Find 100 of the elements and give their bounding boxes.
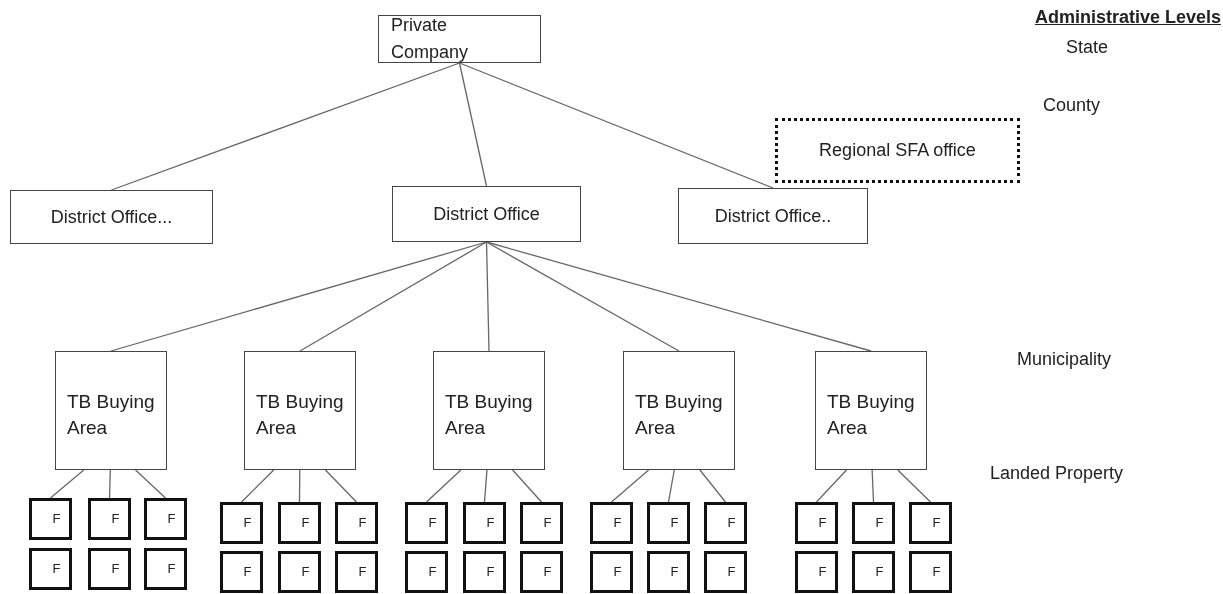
connector-line (897, 469, 932, 503)
node-text: F (727, 563, 736, 582)
node-text: F (428, 563, 437, 582)
node-text: F (167, 560, 176, 579)
node-text: F (818, 563, 827, 582)
farm-box (909, 502, 952, 544)
connector-line (134, 469, 167, 499)
node-text: F (613, 514, 622, 533)
node-text: F (52, 560, 61, 579)
farm-box (463, 502, 506, 544)
farm-box (278, 502, 321, 544)
node-text: F (111, 560, 120, 579)
connector-line (699, 469, 727, 503)
node-text: TB Buying Area (635, 389, 724, 440)
connector-line (108, 469, 111, 499)
farm-box (29, 548, 72, 590)
level-label: State (1066, 36, 1109, 59)
connector-line (110, 62, 461, 191)
buying-area-box (623, 351, 735, 470)
org-box (678, 188, 868, 244)
connector-line (485, 241, 872, 352)
node-text: F (875, 514, 884, 533)
node-text: District Office (433, 202, 540, 226)
connector-line (324, 469, 358, 503)
farm-box (520, 502, 563, 544)
farm-box (795, 502, 838, 544)
farm-box (88, 498, 131, 540)
farm-box (335, 551, 378, 593)
farm-box (278, 551, 321, 593)
connector-line (458, 62, 488, 187)
farm-box (704, 551, 747, 593)
farm-box (144, 548, 187, 590)
buying-area-box (433, 351, 545, 470)
level-label: Municipality (1017, 348, 1112, 371)
farm-box (795, 551, 838, 593)
legend-heading: Administrative Levels (1034, 6, 1221, 29)
farm-box (220, 502, 263, 544)
connector-line (815, 469, 848, 503)
buying-area-box (815, 351, 927, 470)
node-text: F (670, 514, 679, 533)
farm-box (220, 551, 263, 593)
connector-line (483, 469, 488, 503)
connector-line (512, 469, 543, 503)
buying-area-box (244, 351, 356, 470)
node-text: F (52, 510, 61, 529)
node-text: F (428, 514, 437, 533)
connector-line (458, 62, 774, 189)
farm-box (405, 502, 448, 544)
farm-box (852, 502, 895, 544)
node-text: F (301, 563, 310, 582)
buying-area-box (55, 351, 167, 470)
node-text: F (486, 514, 495, 533)
node-text: Private Company (391, 14, 470, 64)
node-text: F (932, 563, 941, 582)
node-text: F (243, 514, 252, 533)
farm-box (852, 551, 895, 593)
connector-line (298, 469, 301, 503)
node-text: F (167, 510, 176, 529)
node-text: F (670, 563, 679, 582)
farm-box (405, 551, 448, 593)
level-label: Landed Property (990, 462, 1124, 485)
connector-line (299, 241, 488, 352)
farm-box (704, 502, 747, 544)
node-text: F (486, 563, 495, 582)
node-text: TB Buying Area (67, 389, 156, 440)
farm-box (590, 502, 633, 544)
connector-line (667, 469, 675, 503)
farm-box (29, 498, 72, 540)
node-text: TB Buying Area (256, 389, 345, 440)
farm-box (88, 548, 131, 590)
farm-box (647, 502, 690, 544)
farm-box (335, 502, 378, 544)
node-text: F (932, 514, 941, 533)
farm-box (463, 551, 506, 593)
connector-line (485, 241, 490, 352)
node-text: F (543, 563, 552, 582)
farm-box (909, 551, 952, 593)
node-text: F (727, 514, 736, 533)
node-text: F (243, 563, 252, 582)
node-text: District Office.. (714, 204, 832, 228)
connector-line (425, 469, 462, 503)
node-text: F (358, 514, 367, 533)
node-text: F (111, 510, 120, 529)
farm-box (520, 551, 563, 593)
node-text: F (301, 514, 310, 533)
node-text: District Office... (50, 205, 173, 229)
farm-box (144, 498, 187, 540)
org-box (378, 15, 541, 63)
node-text: F (358, 563, 367, 582)
node-text: F (818, 514, 827, 533)
level-label: County (1043, 94, 1101, 117)
connector-line (49, 469, 85, 499)
node-text: TB Buying Area (827, 389, 916, 440)
farm-box (590, 551, 633, 593)
connector-line (485, 241, 680, 352)
org-box (392, 186, 581, 242)
connector-line (610, 469, 650, 503)
org-box (10, 190, 213, 244)
node-text: Regional SFA office (819, 139, 976, 162)
node-text: TB Buying Area (445, 389, 534, 440)
